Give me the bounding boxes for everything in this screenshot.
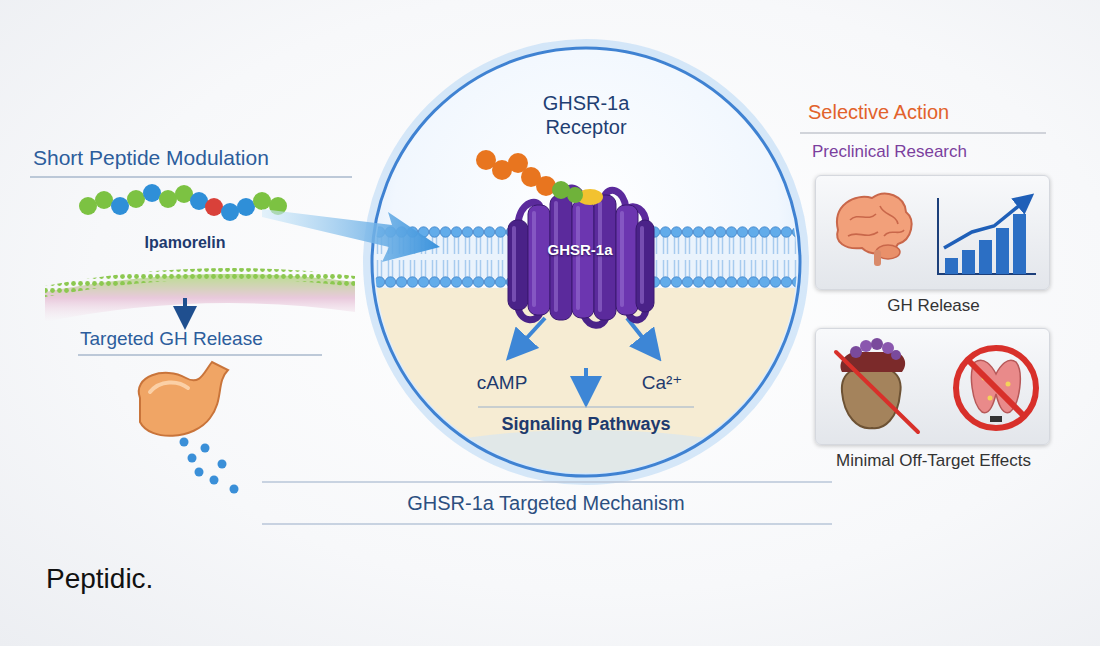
- node-text: GHSR-1a Receptor: [506, 91, 666, 139]
- receptor-circle: GHSR-1a ReceptorGHSR-1a: [371, 47, 801, 477]
- node-text: GHSR-1a: [500, 241, 660, 259]
- section-heading: Targeted GH Release: [80, 328, 263, 351]
- off-target-card: Minimal Off-Target Effects: [815, 328, 1050, 445]
- panel-subheading: Preclinical Research: [812, 142, 967, 162]
- pathway-label: Signaling Pathways: [456, 414, 716, 436]
- left-underlines: [30, 177, 352, 355]
- node-text: Minimal Off-Target Effects: [801, 451, 1066, 471]
- mechanism-lines: [262, 482, 832, 524]
- panel-heading: Selective Action: [808, 100, 949, 124]
- right-divider: [800, 133, 1046, 134]
- messenger-label: Ca²⁺: [602, 372, 722, 395]
- peptide-chain: [79, 184, 287, 221]
- ghsr-receptor: GHSR-1a: [500, 180, 660, 325]
- brand-watermark: Peptidic.: [46, 562, 153, 596]
- cell-membrane-strip: [45, 268, 355, 322]
- peptide-name: Ipamorelin: [85, 233, 285, 252]
- messenger-label: cAMP: [442, 372, 562, 395]
- pituitary-organ: [139, 362, 239, 494]
- mechanism-caption: GHSR-1a Targeted Mechanism: [346, 491, 746, 515]
- node-text: GH Release: [801, 296, 1066, 316]
- gh-release-card: GH Release: [815, 175, 1050, 290]
- down-arrow: [185, 298, 186, 318]
- section-heading: Short Peptide Modulation: [33, 145, 269, 170]
